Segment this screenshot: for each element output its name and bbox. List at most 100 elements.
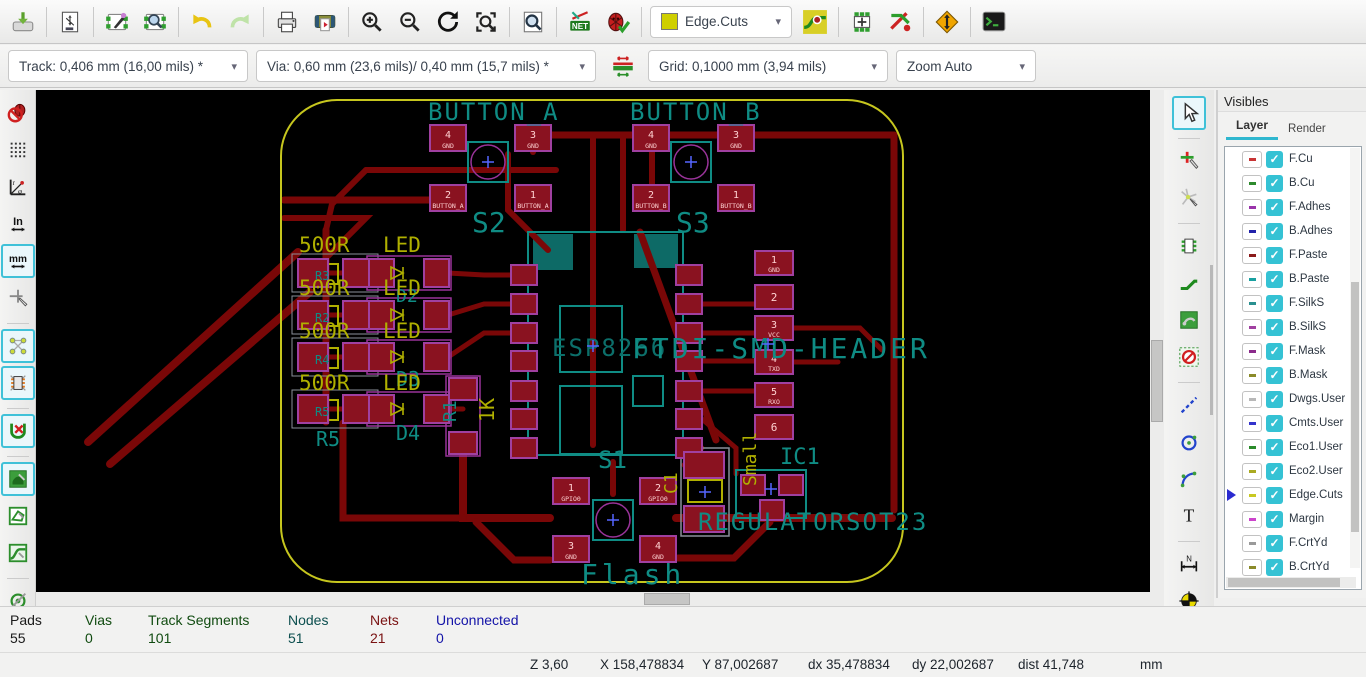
layer-visibility-checkbox[interactable]: ✓ [1266, 174, 1283, 192]
layer-color-swatch[interactable] [1242, 198, 1262, 216]
print-button[interactable] [268, 3, 306, 41]
layer-color-swatch[interactable] [1242, 558, 1262, 576]
layer-visibility-checkbox[interactable]: ✓ [1266, 222, 1283, 240]
zoom-selection-button[interactable] [514, 3, 552, 41]
layer-visibility-checkbox[interactable]: ✓ [1266, 366, 1283, 384]
tab-layer[interactable]: Layer [1226, 114, 1279, 140]
add-keepout-button[interactable] [1172, 340, 1206, 374]
tab-render[interactable]: Render [1288, 123, 1326, 135]
layer-visibility-checkbox[interactable]: ✓ [1266, 534, 1283, 552]
auto-delete-track-button[interactable] [0, 414, 35, 448]
units-inches-button[interactable]: In [1, 207, 35, 241]
layer-list-vertical-scrollbar[interactable] [1350, 148, 1360, 568]
units-mm-button[interactable]: mm [0, 244, 35, 278]
scripting-console-button[interactable] [975, 3, 1013, 41]
layer-color-swatch[interactable] [1242, 294, 1262, 312]
layer-visibility-checkbox[interactable]: ✓ [1266, 150, 1283, 168]
layer-color-swatch[interactable] [1242, 318, 1262, 336]
zoom-select[interactable]: Zoom Auto ▾ [896, 50, 1036, 82]
layer-color-swatch[interactable] [1242, 510, 1262, 528]
layer-color-swatch[interactable] [1242, 390, 1262, 408]
tracks-sketch-button[interactable] [1, 536, 35, 570]
add-target-button[interactable] [1172, 584, 1206, 618]
zoom-out-button[interactable] [391, 3, 429, 41]
layer-visibility-checkbox[interactable]: ✓ [1266, 438, 1283, 456]
add-footprint-button[interactable] [1172, 229, 1206, 263]
active-layer-select[interactable]: Edge.Cuts▾ [650, 5, 792, 38]
layer-visibility-checkbox[interactable]: ✓ [1266, 510, 1283, 528]
layer-list-horizontal-scrollbar[interactable] [1226, 577, 1356, 588]
layer-visibility-checkbox[interactable]: ✓ [1266, 318, 1283, 336]
layer-visibility-checkbox[interactable]: ✓ [1266, 390, 1283, 408]
add-circle-button[interactable] [1172, 425, 1206, 459]
local-ratsnest-button[interactable] [1172, 181, 1206, 215]
layer-visibility-checkbox[interactable]: ✓ [1266, 462, 1283, 480]
layer-color-swatch[interactable] [1242, 534, 1262, 552]
layer-color-swatch[interactable] [1242, 150, 1262, 168]
ratsnest-visibility-button[interactable] [0, 329, 35, 363]
plot-button[interactable] [306, 3, 344, 41]
track-via-size-button[interactable] [796, 3, 834, 41]
layer-color-swatch[interactable] [1242, 366, 1262, 384]
scrollbar-thumb[interactable] [644, 593, 690, 605]
zones-outline-button[interactable] [1, 499, 35, 533]
auto-track-width-button[interactable] [604, 47, 642, 85]
layer-visibility-checkbox[interactable]: ✓ [1266, 246, 1283, 264]
grid-visibility-button[interactable] [1, 133, 35, 167]
undo-button[interactable] [183, 3, 221, 41]
add-zone-button[interactable] [1172, 303, 1206, 337]
add-text-button[interactable]: T [1172, 499, 1206, 533]
canvas-vertical-scrollbar[interactable] [1150, 90, 1164, 606]
layer-color-swatch[interactable] [1242, 486, 1262, 504]
save-board-button[interactable] [4, 3, 42, 41]
track-mode-button[interactable] [881, 3, 919, 41]
add-line-button[interactable] [1172, 388, 1206, 422]
layer-visibility-checkbox[interactable]: ✓ [1266, 414, 1283, 432]
via-size-select[interactable]: Via: 0,60 mm (23,6 mils)/ 0,40 mm (15,7 … [256, 50, 596, 82]
layer-visibility-checkbox[interactable]: ✓ [1266, 342, 1283, 360]
layer-color-swatch[interactable] [1242, 174, 1262, 192]
add-dimension-button[interactable]: N [1172, 547, 1206, 581]
redo-button[interactable] [221, 3, 259, 41]
toolbar-separator [1178, 138, 1200, 139]
layer-color-swatch[interactable] [1242, 246, 1262, 264]
zones-filled-button[interactable] [0, 462, 35, 496]
drc-button[interactable] [599, 3, 637, 41]
layer-color-swatch[interactable] [1242, 342, 1262, 360]
zoom-in-button[interactable] [353, 3, 391, 41]
drc-off-button[interactable] [1, 96, 35, 130]
layer-visibility-checkbox[interactable]: ✓ [1266, 198, 1283, 216]
highlight-net-button[interactable] [1172, 144, 1206, 178]
layer-color-swatch[interactable] [1242, 438, 1262, 456]
right-toolbar-scrollbar[interactable] [1210, 265, 1213, 415]
freeroute-button[interactable] [928, 3, 966, 41]
add-track-button[interactable] [1172, 266, 1206, 300]
track-width-select[interactable]: Track: 0,406 mm (16,00 mils) * ▾ [8, 50, 248, 82]
zoom-redraw-button[interactable] [429, 3, 467, 41]
layer-color-swatch[interactable] [1242, 462, 1262, 480]
scrollbar-thumb[interactable] [1151, 340, 1163, 422]
layer-visibility-checkbox[interactable]: ✓ [1266, 558, 1283, 576]
netlist-button[interactable]: NET [561, 3, 599, 41]
page-settings-button[interactable] [51, 3, 89, 41]
layer-color-swatch[interactable] [1242, 222, 1262, 240]
scrollbar-thumb[interactable] [1351, 282, 1359, 532]
zoom-fit-button[interactable] [467, 3, 505, 41]
layer-visibility-checkbox[interactable]: ✓ [1266, 486, 1283, 504]
footprint-ratsnest-button[interactable] [0, 366, 35, 400]
footprint-editor-button[interactable] [98, 3, 136, 41]
layer-color-swatch[interactable] [1242, 414, 1262, 432]
footprint-browser-button[interactable] [136, 3, 174, 41]
layer-visibility-checkbox[interactable]: ✓ [1266, 294, 1283, 312]
footprint-mode-button[interactable] [843, 3, 881, 41]
cursor-shape-button[interactable] [1, 281, 35, 315]
scrollbar-thumb[interactable] [1228, 578, 1340, 587]
grid-select[interactable]: Grid: 0,1000 mm (3,94 mils) ▾ [648, 50, 888, 82]
canvas-horizontal-scrollbar[interactable] [36, 592, 1150, 606]
layer-visibility-checkbox[interactable]: ✓ [1266, 270, 1283, 288]
add-arc-button[interactable] [1172, 462, 1206, 496]
select-tool-button[interactable] [1172, 96, 1206, 130]
layer-color-swatch[interactable] [1242, 270, 1262, 288]
